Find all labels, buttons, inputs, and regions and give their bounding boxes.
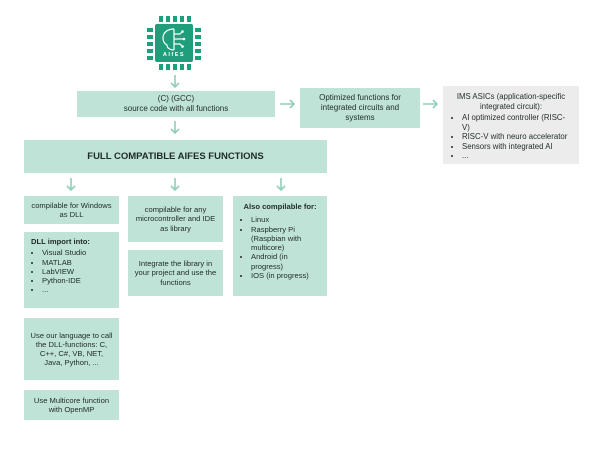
dll-import-title: DLL import into: [31,237,90,246]
arrow-down-icon [276,178,286,192]
source-code-box: (C) (GCC) source code with all functions [77,91,275,117]
full-compatible-box: FULL COMPATIBLE AIFES FUNCTIONS [24,140,327,173]
list-item: Raspberry Pi (Raspbian with multicore) [251,225,320,253]
source-line1: (C) (GCC) [157,94,195,104]
arrow-optimized-to-ims [423,99,439,109]
arrow-down-icon [170,121,180,135]
arrow-right-icon [423,99,439,109]
list-item: Visual Studio [42,248,112,257]
list-item: Python-IDE [42,276,112,285]
arrow-full-to-col1 [66,178,76,192]
integrate-text: Integrate the library in your project an… [134,259,217,287]
dll-import-list: Visual Studio MATLAB LabVIEW Python-IDE … [31,248,112,294]
arrow-down-icon [66,178,76,192]
list-item: Sensors with integrated AI [462,142,571,152]
optimized-functions-box: Optimized functions for integrated circu… [300,88,420,128]
list-item: LabVIEW [42,267,112,276]
list-item: ... [462,151,571,161]
list-item: Android (in progress) [251,252,320,271]
ims-title: IMS ASICs (application-specific integrat… [456,92,566,111]
list-item: MATLAB [42,258,112,267]
list-item: RISC-V with neuro accelerator [462,132,571,142]
arrow-logo-down [170,75,180,89]
also-compilable-list: Linux Raspberry Pi (Raspbian with multic… [240,215,320,280]
list-item: AI optimized controller (RISC-V) [462,113,571,132]
arrow-source-to-optimized [280,99,296,109]
arrow-source-to-full [170,121,180,135]
dll-compile-text: compilable for Windows as DLL [31,200,112,219]
arrow-full-to-col2 [170,178,180,192]
multicore-text: Use Multicore function with OpenMP [33,395,110,414]
dll-compile-box: compilable for Windows as DLL [24,196,119,224]
aifes-chip-logo: AIfES [145,14,203,72]
arrow-right-icon [280,99,296,109]
arrow-down-icon [170,178,180,192]
arrow-full-to-col3 [276,178,286,192]
chip-icon [147,16,201,70]
also-compilable-title: Also compilable for: [243,202,317,211]
also-compilable-box: Also compilable for: Linux Raspberry Pi … [233,196,327,296]
list-item: Linux [251,215,320,224]
logo-text: AIfES [162,52,186,58]
multicore-box: Use Multicore function with OpenMP [24,390,119,420]
language-box: Use our language to call the DLL-functio… [24,318,119,380]
full-text: FULL COMPATIBLE AIFES FUNCTIONS [87,150,264,162]
microcontroller-box: compilable for any microcontroller and I… [128,196,223,242]
arrow-down-icon [170,75,180,89]
list-item: ... [42,285,112,294]
microcontroller-text: compilable for any microcontroller and I… [135,205,216,233]
list-item: IOS (in progress) [251,271,320,280]
integrate-box: Integrate the library in your project an… [128,250,223,296]
source-line2: source code with all functions [123,104,229,113]
ims-asics-box: IMS ASICs (application-specific integrat… [443,86,579,164]
ims-list: AI optimized controller (RISC-V) RISC-V … [451,113,571,161]
language-text: Use our language to call the DLL-functio… [30,330,113,368]
optimized-text: Optimized functions for integrated circu… [319,93,401,122]
dll-import-box: DLL import into: Visual Studio MATLAB La… [24,232,119,308]
